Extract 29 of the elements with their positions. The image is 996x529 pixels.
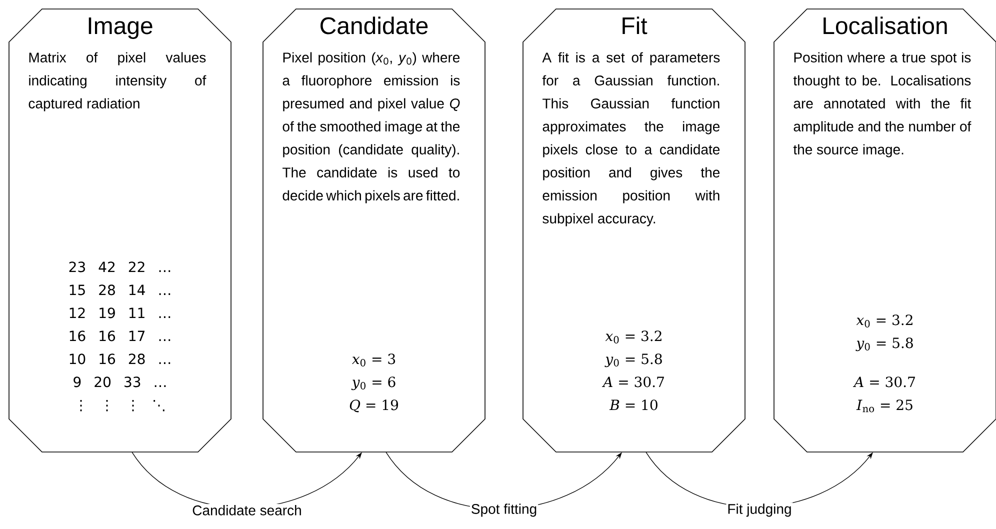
box-heading: Image	[88, 17, 152, 39]
description-text: Position where a true spot is thought to be. Localisations are annotated with the fit amplitude and the number of the source image.	[793, 52, 972, 158]
matrix-row: 12 19 11 …	[70, 308, 170, 318]
equation: A = 30.7	[852, 376, 915, 388]
edge-label: Candidate search	[192, 505, 301, 516]
equation: I$_{no}$ = 25	[856, 400, 912, 412]
equation: A = 30.7	[602, 376, 664, 388]
equation: x$_{0}$ = 3.2	[856, 314, 912, 328]
matrix-row: 10 16 28 …	[70, 354, 170, 364]
equation: B = 10	[609, 400, 658, 410]
matrix-row: ⋮ ⋮ ⋮ ⋱	[80, 400, 164, 412]
description-text: Pixel position (x$_{0}$, y$_{0}$) where a fluorophore emission is presumed and pixel value Q of the smoothed image at the position (candidate quality). The candidate is used to decide which pixels are fitted.	[282, 52, 460, 204]
equation: Q = 19	[350, 400, 398, 412]
equation: y$_{0}$ = 6	[351, 376, 396, 390]
matrix-row: 15 28 14 …	[70, 284, 170, 296]
box-heading: Candidate	[320, 16, 428, 34]
box-heading: Localisation	[824, 16, 947, 34]
description-text: A fit is a set of parameters for a Gaussian function. This Gaussian function approximates the image pixels close to a candidate position and gives the emission position with subpixel accuracy.	[542, 52, 720, 226]
equation: y$_{0}$ = 5.8	[856, 338, 913, 352]
equation: x$_{0}$ = 3.2	[605, 330, 662, 344]
equation: x$_{0}$ = 3	[352, 354, 396, 366]
matrix-row: 23 42 22 …	[69, 262, 170, 272]
equation: y$_{0}$ = 5.8	[604, 354, 662, 368]
matrix-row: 16 16 17 …	[70, 330, 170, 342]
matrix-row: 9 20 33 …	[74, 376, 166, 388]
box-heading: Fit	[622, 16, 648, 34]
description-text: Matrix of pixel values indicating intensity of captured radiation	[28, 52, 206, 112]
edge-label: Spot fitting	[472, 504, 536, 517]
edge-label: Fit judging	[728, 504, 791, 517]
